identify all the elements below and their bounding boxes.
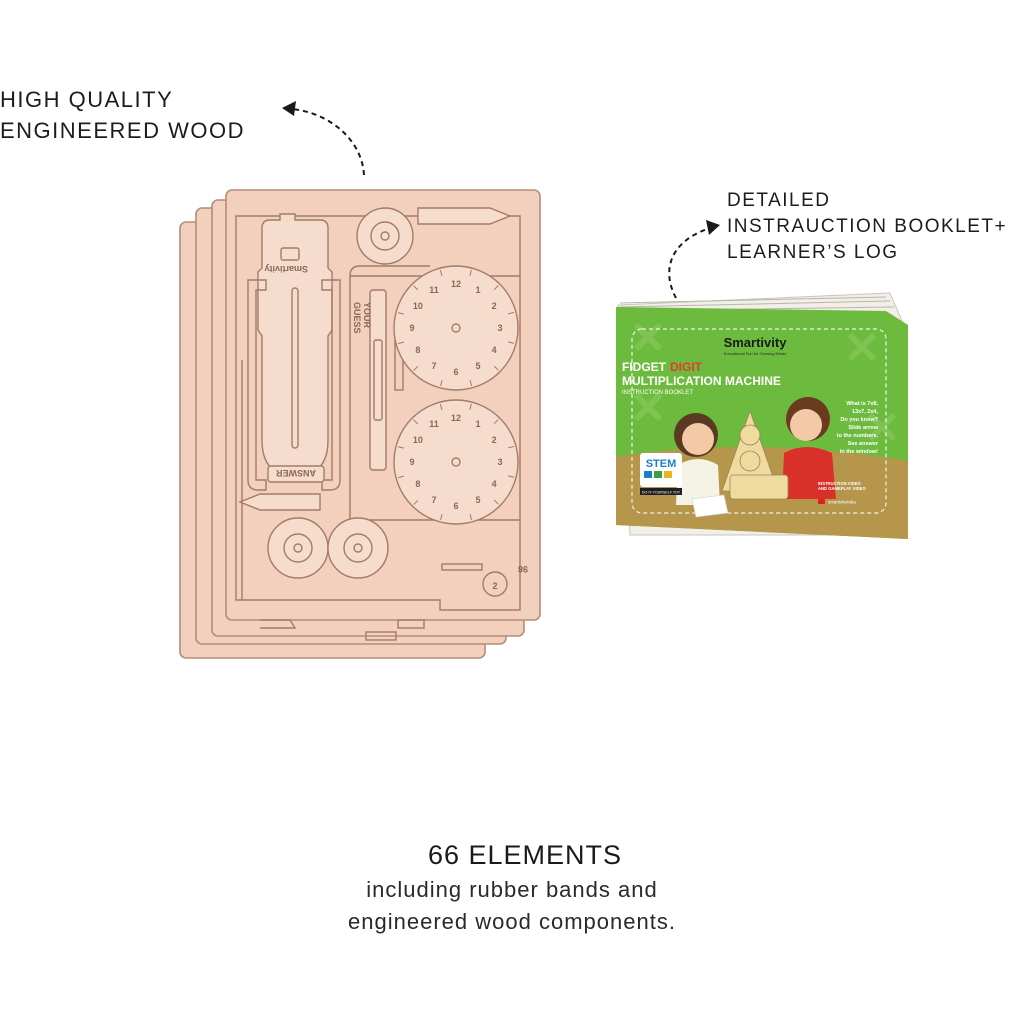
- dial-number: 4: [492, 345, 497, 355]
- curved-arrow-icon: [668, 220, 720, 299]
- dial-tick: [469, 513, 473, 521]
- wood-sheets-illustration: .sh { fill:#f2d0bd; stroke:#b58c78; stro…: [179, 189, 541, 659]
- dial-tick: [469, 403, 472, 410]
- video-play-icon: [818, 499, 825, 504]
- dial-number: 12: [451, 413, 461, 423]
- gear-wheel-right: [327, 517, 389, 579]
- dial-tick: [397, 446, 404, 449]
- callout-booklet-line-3: LEARNER’S LOG: [727, 242, 899, 263]
- dial-tick: [413, 365, 419, 371]
- gear-wheel-left: [267, 517, 329, 579]
- dial-tick: [507, 445, 515, 449]
- dial-tick: [440, 514, 443, 521]
- booklet-brand: Smartivity: [724, 335, 788, 350]
- dial-tick: [493, 419, 499, 425]
- booklet-side-text-line: See answer: [848, 441, 879, 447]
- dial-tick: [508, 341, 515, 344]
- booklet-subtitle: INSTRUCTION BOOKLET: [622, 390, 693, 396]
- dial-tick: [493, 285, 499, 291]
- dial-number: 10: [413, 435, 423, 445]
- booklet-side-text-line: What is 7x8,: [846, 401, 878, 407]
- instruction-booklet-illustration: Smartivity Educational Fun for Growing M…: [616, 292, 908, 539]
- wood-sheet-number: 2: [492, 581, 497, 591]
- dial-number: 1: [475, 285, 480, 295]
- wooden-machine-illustration: [721, 409, 789, 500]
- booklet-side-text: What is 7x8, 13x7, 2x4, Do you know? Slide …: [837, 401, 879, 455]
- dial-tick: [507, 311, 515, 315]
- dial-tick: [469, 379, 473, 387]
- dial-number: 3: [497, 457, 502, 467]
- elements-summary: 66 ELEMENTS including rubber bands and e…: [0, 840, 1024, 935]
- girl-illustration: [674, 413, 720, 505]
- dial-number: 1: [475, 419, 480, 429]
- dial-tick: [413, 419, 419, 425]
- dial-tick: [413, 499, 419, 505]
- booklet-title-line-2: MULTIPLICATION MACHINE: [622, 374, 781, 388]
- callout-wood-line-2: ENGINEERED WOOD: [0, 118, 245, 143]
- dial-number: 12: [451, 279, 461, 289]
- elements-count-title: 66 ELEMENTS: [427, 840, 623, 870]
- wood-guess-label: YOURGUESS: [352, 302, 372, 334]
- boy-illustration: [782, 397, 836, 499]
- stem-sub: DO-IT-YOURSELF TOY: [642, 491, 681, 495]
- dial-number: 5: [475, 361, 480, 371]
- booklet-side-text-line: 13x7, 2x4,: [852, 409, 878, 415]
- dial-number: 7: [431, 361, 436, 371]
- dial-number: 11: [429, 285, 439, 295]
- dial-number: 10: [413, 301, 423, 311]
- booklet-channel: smartivityindia: [828, 500, 856, 505]
- dial-number: 11: [429, 419, 439, 429]
- dial-number: 2: [492, 435, 497, 445]
- dial-tick: [439, 269, 443, 277]
- dial-number: 8: [415, 479, 420, 489]
- dial-number: 9: [409, 323, 414, 333]
- dial-tick: [397, 341, 405, 345]
- booklet-side-text-line: to the numbers,: [837, 433, 879, 439]
- stem-badge: [640, 453, 682, 487]
- elements-description-line-2: engineered wood components.: [348, 909, 676, 934]
- dial-number: 4: [492, 479, 497, 489]
- slider-body: [257, 213, 333, 477]
- stem-label: STEM: [646, 458, 677, 470]
- dial-tick: [413, 285, 419, 291]
- dial-tick: [493, 365, 499, 371]
- dial-number: 8: [415, 345, 420, 355]
- dial-tick: [469, 269, 472, 276]
- callout-booklet: DETAILED INSTRAUCTION BOOKLET+ LEARNER’S…: [727, 188, 1007, 266]
- booklet-side-text-line: in the window!: [840, 449, 878, 455]
- elements-description-line-1: including rubber bands and: [366, 877, 658, 902]
- dial-tick: [439, 403, 443, 411]
- sheet-number-badge: [482, 571, 508, 597]
- pointer-arrow-bottom: [238, 493, 321, 511]
- dial-number: 5: [475, 495, 480, 505]
- dial-tick: [440, 380, 443, 387]
- booklet-side-text-line: Do you know?: [840, 417, 878, 423]
- booklet-brand-sub: Educational Fun for Growing Minds: [724, 351, 786, 356]
- dial-number: 6: [453, 367, 458, 377]
- dial-number: 7: [431, 495, 436, 505]
- dial-tick: [508, 475, 515, 478]
- callout-wood-line-1: HIGH QUALITY: [0, 87, 174, 112]
- dial-number: 2: [492, 301, 497, 311]
- callout-booklet-line-2: INSTRAUCTION BOOKLET+: [727, 216, 1008, 237]
- dial-number: 9: [409, 457, 414, 467]
- callout-booklet-line-1: DETAILED: [727, 190, 831, 211]
- callout-wood: HIGH QUALITY ENGINEERED WOOD: [0, 84, 245, 146]
- booklet-side-text-line: Slide arrow: [848, 425, 878, 431]
- gear-wheel-top: [356, 207, 414, 265]
- dial-number: 6: [453, 501, 458, 511]
- wood-answer-label: ANSWER: [276, 468, 316, 478]
- wood-brand-mark: Smartivity: [264, 264, 308, 274]
- wood-sheet-code: 98: [518, 564, 528, 574]
- curved-arrow-icon: [282, 101, 365, 176]
- pointer-arrow-top: [417, 207, 512, 225]
- dial-tick: [397, 312, 404, 315]
- dial-tick: [397, 475, 405, 479]
- dial-tick: [493, 499, 499, 505]
- dial-number: 3: [497, 323, 502, 333]
